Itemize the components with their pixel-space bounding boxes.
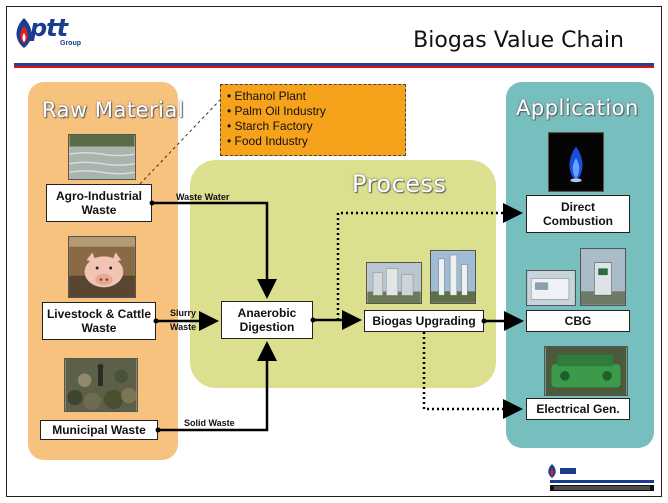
biogas-plant-photo	[366, 262, 422, 304]
logo-text: ptt	[30, 14, 68, 42]
callout-item: Food Industry	[227, 134, 399, 149]
process-title: Process	[352, 170, 447, 198]
slurry-waste-label: Waste	[170, 322, 197, 332]
cbg-box[interactable]: CBG	[526, 310, 630, 332]
callout-item: Ethanol Plant	[227, 89, 399, 104]
livestock-waste-box[interactable]: Livestock & Cattle Waste	[42, 302, 156, 340]
cbg-station-photo	[526, 270, 576, 306]
pig-photo	[68, 236, 136, 298]
raw-material-title: Raw Material	[42, 98, 185, 122]
biogas-upgrading-box[interactable]: Biogas Upgrading	[364, 310, 484, 332]
callout-item: Palm Oil Industry	[227, 104, 399, 119]
slurry-label: Slurry	[170, 308, 197, 318]
application-title: Application	[516, 96, 639, 120]
cbg-dispenser-photo	[580, 248, 626, 306]
header-rule-red	[14, 66, 654, 68]
agro-industrial-waste-box[interactable]: Agro-Industrial Waste	[46, 184, 152, 222]
gas-flame-photo	[548, 132, 604, 192]
ptt-flame-icon	[16, 18, 32, 48]
header-rule-blue	[14, 63, 654, 66]
direct-combustion-box[interactable]: Direct Combustion	[526, 195, 630, 233]
electrical-gen-box[interactable]: Electrical Gen.	[526, 398, 630, 420]
agro-industry-callout: Ethanol Plant Palm Oil Industry Starch F…	[220, 84, 406, 156]
anaerobic-digestion-box[interactable]: Anaerobic Digestion	[221, 301, 313, 339]
upgrading-towers-photo	[430, 250, 476, 304]
wastewater-pond-photo	[68, 134, 136, 180]
municipal-waste-photo	[64, 358, 138, 412]
page-title: Biogas Value Chain	[413, 28, 624, 53]
municipal-waste-box[interactable]: Municipal Waste	[40, 420, 158, 440]
solid-waste-label: Solid Waste	[184, 418, 235, 428]
generator-engine-photo	[544, 346, 628, 396]
callout-item: Starch Factory	[227, 119, 399, 134]
waste-water-label: Waste Water	[176, 192, 230, 202]
logo-subtext: Group	[60, 40, 81, 47]
footer-logo	[548, 464, 654, 491]
